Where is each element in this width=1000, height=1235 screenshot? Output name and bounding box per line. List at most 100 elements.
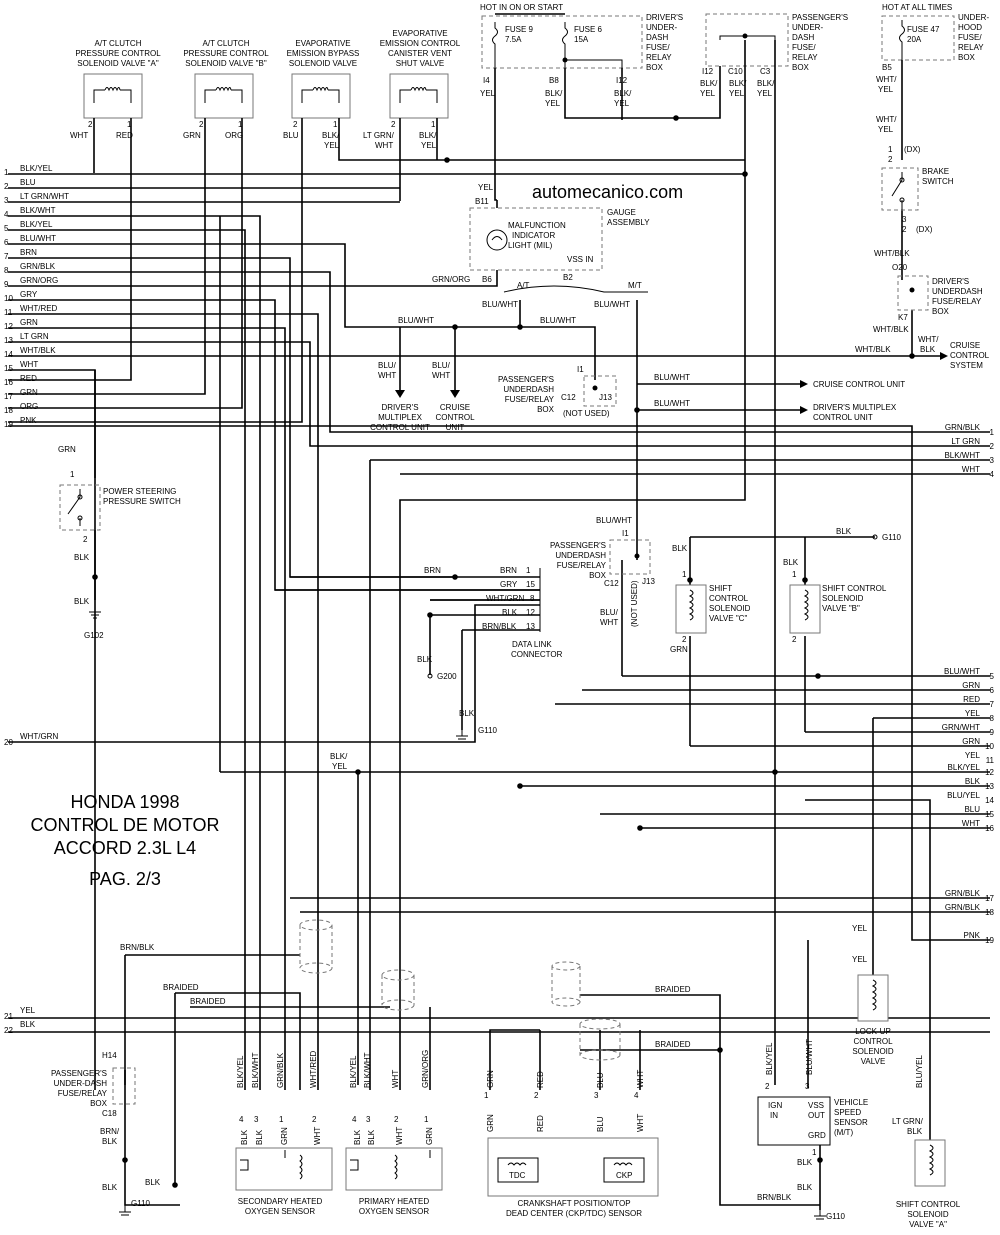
svg-text:(DX): (DX) [916,225,933,234]
right-wire-color: GRN/BLK [945,889,981,898]
evap-bypass-valve: EVAPORATIVE EMISSION BYPASS SOLENOID VAL… [283,39,359,150]
svg-text:IN: IN [770,1111,778,1120]
left-wire-number: 6 [4,238,9,247]
svg-text:YEL: YEL [480,89,496,98]
o2-wire-color: BLK [255,1129,264,1145]
svg-text:WHT: WHT [432,371,450,380]
o2-wire-color: BLK/YEL [236,1055,245,1088]
left-wire-color: WHT/BLK [20,346,56,355]
right-wire-color: GRN/BLK [945,903,981,912]
left-wire-color: WHT [20,360,38,369]
o2-wire-color: BLK/WHT [251,1052,260,1088]
svg-text:OXYGEN SENSOR: OXYGEN SENSOR [245,1207,315,1216]
svg-text:BOX: BOX [646,63,664,72]
svg-text:BLU/YEL: BLU/YEL [915,1055,924,1088]
svg-text:BRN/BLK: BRN/BLK [120,943,155,952]
svg-text:LT GRN/: LT GRN/ [892,1117,924,1126]
right-wire-color: WHT [962,465,980,474]
left-wire-number: 16 [4,378,13,387]
svg-text:2: 2 [293,120,298,129]
svg-text:VALVE: VALVE [861,1057,886,1066]
svg-text:SYSTEM: SYSTEM [950,361,983,370]
svg-text:SHIFT CONTROL: SHIFT CONTROL [822,584,887,593]
svg-text:K7: K7 [898,313,908,322]
svg-text:BLK/: BLK/ [729,79,747,88]
svg-text:WHT/BLK: WHT/BLK [874,249,910,258]
svg-text:BOX: BOX [589,571,607,580]
svg-text:HOOD: HOOD [958,23,982,32]
left-wire-color: PNK [20,416,37,425]
svg-text:CRANKSHAFT POSITION/TOP: CRANKSHAFT POSITION/TOP [517,1199,630,1208]
svg-text:SOLENOID: SOLENOID [852,1047,894,1056]
svg-text:DEAD CENTER (CKP/TDC) SENSOR: DEAD CENTER (CKP/TDC) SENSOR [506,1209,642,1218]
ckp-wire-color: RED [536,1071,545,1088]
svg-text:CONNECTOR: CONNECTOR [511,650,563,659]
svg-text:BLK/: BLK/ [322,131,340,140]
title-line3: ACCORD 2.3L L4 [54,838,196,858]
svg-text:B2: B2 [563,273,573,282]
right-wire-color: GRN [962,681,980,690]
svg-text:UNDERDASH: UNDERDASH [503,385,554,394]
svg-text:LOCK-UP: LOCK-UP [855,1027,891,1036]
svg-text:A/T: A/T [517,281,530,290]
o2-wire-color: GRN [425,1127,434,1145]
svg-text:SHIFT: SHIFT [709,584,732,593]
svg-text:BLK: BLK [907,1127,923,1136]
svg-text:(DX): (DX) [904,145,921,154]
svg-text:FUSE/: FUSE/ [958,33,982,42]
svg-text:BLK: BLK [102,1137,118,1146]
svg-text:YEL: YEL [324,141,340,150]
right-wire-number: 7 [990,700,995,709]
svg-text:1: 1 [333,120,338,129]
ckp-wire-color: GRN [486,1070,495,1088]
svg-text:YEL: YEL [478,183,494,192]
o2-wire-color: BLK/YEL [349,1055,358,1088]
svg-text:GRD: GRD [808,1131,826,1140]
left-wire-color: BLK/YEL [20,220,53,229]
svg-text:EVAPORATIVE: EVAPORATIVE [392,29,447,38]
svg-text:BLK/: BLK/ [757,79,775,88]
svg-text:SHIFT CONTROL: SHIFT CONTROL [896,1200,961,1209]
svg-text:3: 3 [902,215,907,224]
svg-text:VSS IN: VSS IN [567,255,593,264]
svg-text:FUSE 47: FUSE 47 [907,25,940,34]
left-wire-number: 19 [4,420,13,429]
svg-text:WHT/: WHT/ [876,115,897,124]
svg-text:SOLENOID VALVE "A": SOLENOID VALVE "A" [77,59,159,68]
svg-text:BOX: BOX [537,405,555,414]
svg-text:BLK/: BLK/ [545,89,563,98]
ckp-wire-color: BLU [596,1116,605,1132]
shift-solenoids: BLK G110 BLK BLK 1 SHIFT CONTROL SOLENOI… [670,527,902,654]
svg-text:VALVE "A": VALVE "A" [909,1220,947,1229]
svg-text:SENSOR: SENSOR [834,1118,868,1127]
passenger-fuse-box-3: H14 PASSENGER'S UNDER-DASH FUSE/RELAY BO… [51,1051,161,1216]
svg-text:RELAY: RELAY [646,53,672,62]
svg-text:SOLENOID: SOLENOID [822,594,864,603]
svg-text:SOLENOID: SOLENOID [709,604,751,613]
passenger-fuse-box: PASSENGER'S UNDER- DASH FUSE/ RELAY BOX … [700,13,848,98]
svg-text:B5: B5 [882,63,892,72]
o2-wire-color: WHT [391,1070,400,1088]
svg-text:BLU/WHT: BLU/WHT [540,316,576,325]
right-wire-color: GRN/BLK [945,423,981,432]
title-line2: CONTROL DE MOTOR [30,815,219,835]
svg-text:BLU/: BLU/ [432,361,451,370]
right-wire-number: 10 [985,742,994,751]
svg-text:BLU/WHT: BLU/WHT [398,316,434,325]
svg-text:2: 2 [391,120,396,129]
svg-text:BRAIDED: BRAIDED [655,985,691,994]
left-mid-labels: WHT/GRN BLK/ YEL [20,732,348,771]
right-wire-number: 1 [990,428,995,437]
svg-text:H14: H14 [102,1051,117,1060]
right-wire-color: PNK [964,931,981,940]
ckp-tdc-sensor: BRAIDED BRAIDED TDC CKP CRANKSHAFT POSIT… [487,961,691,1218]
svg-text:C18: C18 [102,1109,117,1118]
svg-text:FUSE/RELAY: FUSE/RELAY [557,561,607,570]
left-wire-color: BLU [20,178,36,187]
svg-text:DRIVER'S: DRIVER'S [646,13,683,22]
ckp-wire-color: WHT [636,1114,645,1132]
control-units: BLU/ WHT BLU/ WHT DRIVER'S MULTIPLEX CON… [370,361,905,432]
ac-valve-a: A/T CLUTCH PRESSURE CONTROL SOLENOID VAL… [70,39,161,140]
svg-text:1: 1 [682,570,687,579]
svg-text:FUSE/RELAY: FUSE/RELAY [505,395,555,404]
